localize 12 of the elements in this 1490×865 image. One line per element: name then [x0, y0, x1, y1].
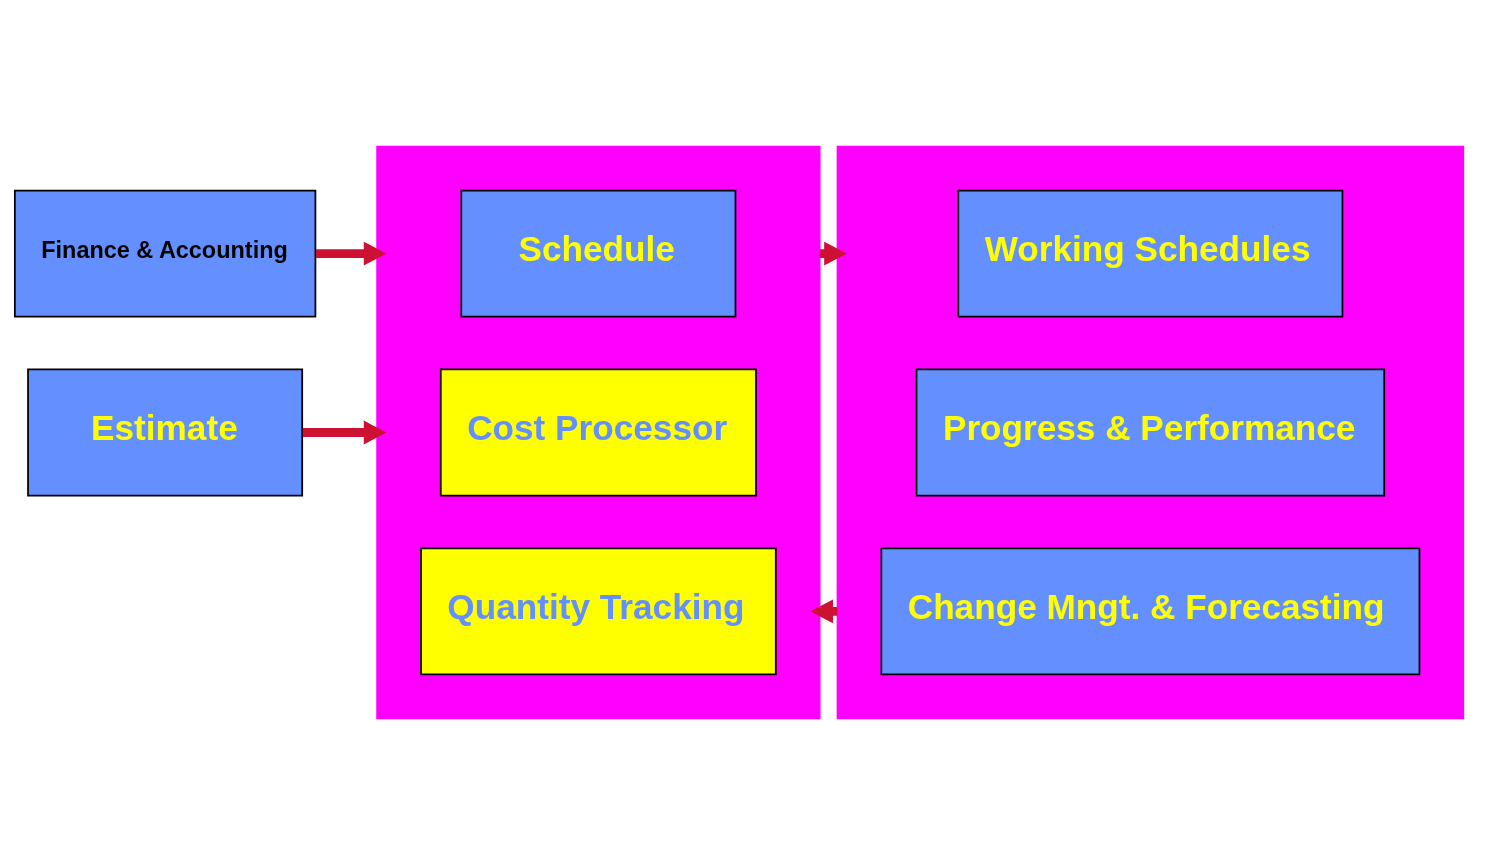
cluster — [376, 145, 821, 720]
node-box: Cost Processor — [439, 368, 757, 497]
node-box: Quantity Tracking — [420, 547, 777, 676]
node-box: Progress & Performance — [915, 368, 1386, 497]
node-box: Schedule — [460, 189, 737, 318]
cluster — [836, 145, 1465, 720]
arrow — [302, 420, 387, 445]
arrow — [315, 241, 387, 266]
node-box: Working Schedules — [957, 189, 1344, 318]
node-box: Finance & Accounting — [13, 189, 317, 318]
node-box: Estimate — [27, 368, 304, 497]
node-box: Change Mngt. & Forecasting — [880, 547, 1421, 676]
